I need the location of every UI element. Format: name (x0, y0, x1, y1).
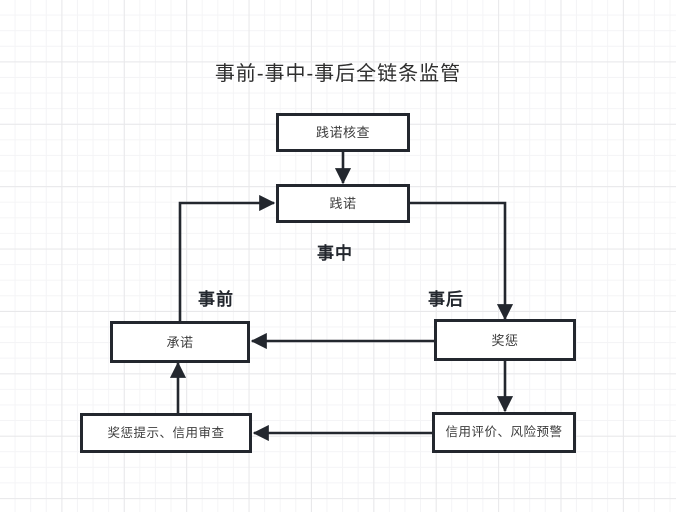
node-jiannuo[interactable]: 践诺 (276, 184, 410, 223)
node-chengnuo[interactable]: 承诺 (110, 321, 250, 363)
node-xinyong-pingjia[interactable]: 信用评价、风险预警 (432, 412, 576, 453)
node-label: 奖惩提示、信用审查 (107, 425, 225, 440)
node-label: 奖惩 (491, 332, 519, 348)
page-title: 事前-事中-事后全链条监管 (214, 63, 462, 85)
node-label: 践诺 (329, 196, 357, 211)
phase-label-shihou: 事后 (428, 290, 464, 309)
node-label: 承诺 (166, 334, 194, 350)
phase-label-shiqian: 事前 (198, 290, 234, 309)
node-jiangcheng-tishi[interactable]: 奖惩提示、信用审查 (80, 413, 252, 453)
node-jiangcheng[interactable]: 奖惩 (434, 319, 576, 361)
edge-jiannuo-to-jiangcheng (410, 201, 514, 321)
node-label: 信用评价、风险预警 (445, 425, 563, 440)
phase-label-shizhong: 事中 (317, 244, 353, 263)
node-jiannuo-hecha[interactable]: 践诺核查 (276, 113, 410, 152)
node-label: 践诺核查 (315, 125, 370, 140)
edge-chengnuo-to-jiannuo (178, 194, 276, 321)
